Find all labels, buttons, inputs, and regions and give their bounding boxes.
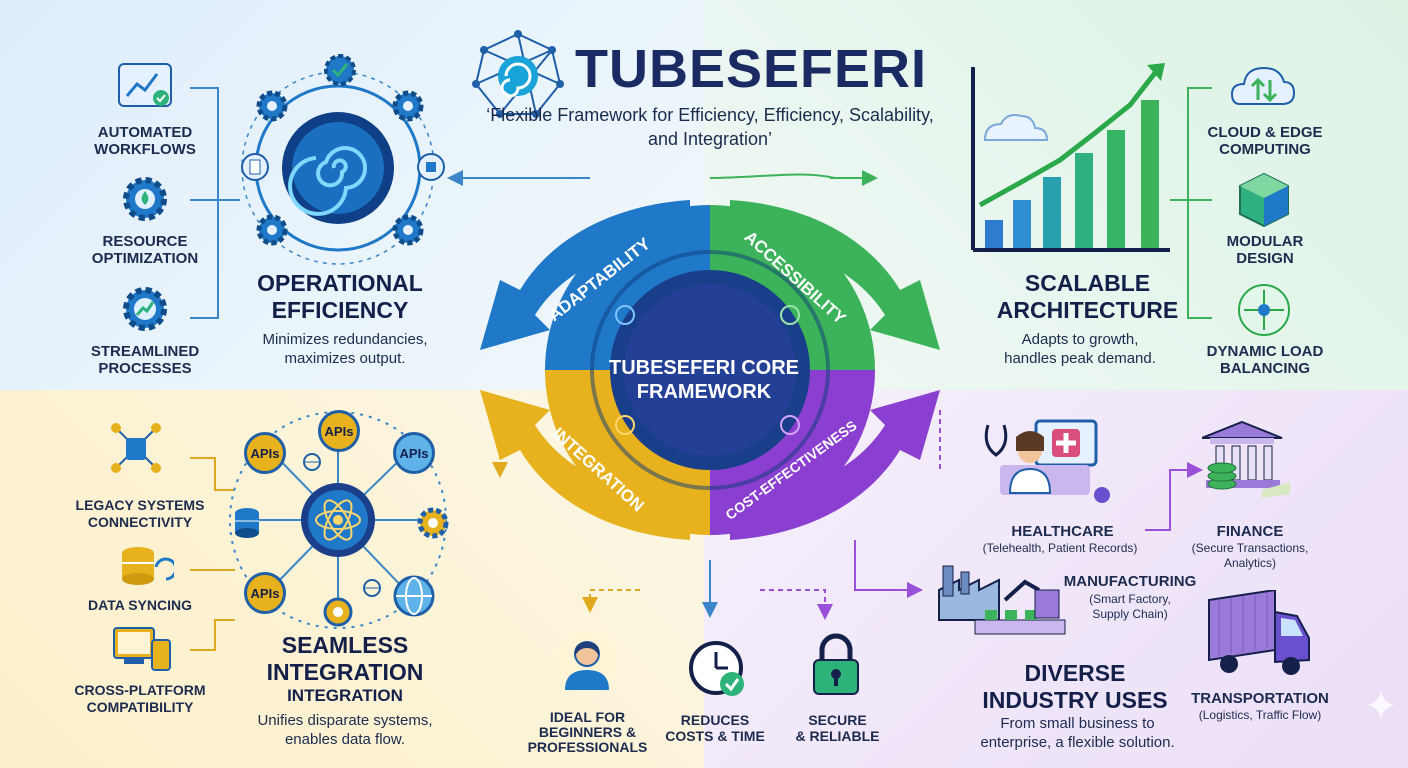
truck-icon [1205,590,1317,682]
scalable-architecture-description: Adapts to growth,handles peak demand. [1004,331,1156,367]
core-framework-label: TUBESEFERI CORE FRAMEWORK [608,357,800,403]
page-subtitle: ‘Flexible Framework for Efficiency, Effi… [486,105,934,149]
globe-icon [393,575,435,617]
gear-icon [254,88,290,124]
spiral-hub-icon [278,108,398,228]
gear-icon [254,212,290,248]
benefit-secure-reliable: SECURE& RELIABLE [795,712,880,744]
healthcare-icon [980,415,1110,515]
cube-icon [416,152,446,182]
industry-manufacturing-name: MANUFACTURING [1063,573,1197,590]
globe-icon [302,452,322,472]
page-title: TUBESEFERI [575,39,928,99]
resource-gear-icon [118,172,172,226]
network-database-icon [106,418,166,480]
industry-transportation-detail: (Logistics, Traffic Flow) [1198,708,1322,722]
person-icon [555,630,619,694]
network-logo-icon [470,28,566,124]
industry-healthcare-name: HEALTHCARE [1011,523,1114,540]
api-badge: APIs [244,572,286,614]
api-badge: APIs [393,432,435,474]
factory-icon [935,560,1070,650]
industry-transportation-name: TRANSPORTATION [1191,690,1329,707]
industry-manufacturing-detail: (Smart Factory,Supply Chain) [1089,592,1171,621]
document-icon [240,152,270,182]
check-gear-icon [322,52,358,88]
atom-hub-icon [298,480,378,560]
cloud-sync-icon [1230,58,1296,116]
industry-finance-detail: (Secure Transactions,Analytics) [1191,541,1309,570]
api-badge: APIs [244,432,286,474]
growth-chart-icon [965,55,1175,255]
gear-icon [390,88,426,124]
bank-coins-icon [1202,418,1292,498]
modular-cube-icon [1238,172,1290,228]
node-icon [322,596,354,628]
item-data-syncing: DATA SYNCING [88,597,192,613]
gear-icon [415,505,451,541]
gear-icon [390,212,426,248]
workflow-chart-icon [117,62,173,112]
globe-icon [362,578,382,598]
devices-icon [110,626,174,672]
seamless-integration-subtitle: INTEGRATION [287,686,403,705]
database-icon [232,507,262,539]
api-badge: APIs [318,410,360,452]
core-framework-wheel [480,200,940,540]
operational-efficiency-description: Minimizes redundancies,maximizes output. [262,331,428,367]
lock-icon [810,632,862,696]
clock-icon [688,640,748,700]
seamless-integration-description: Unifies disparate systems,enables data f… [257,712,433,748]
data-sync-icon [118,543,174,591]
load-balancing-icon [1236,282,1292,338]
sparkle-icon [1366,690,1396,720]
industry-finance-name: FINANCE [1216,523,1284,540]
industry-healthcare-detail: (Telehealth, Patient Records) [982,541,1138,555]
process-gear-icon [118,282,172,336]
